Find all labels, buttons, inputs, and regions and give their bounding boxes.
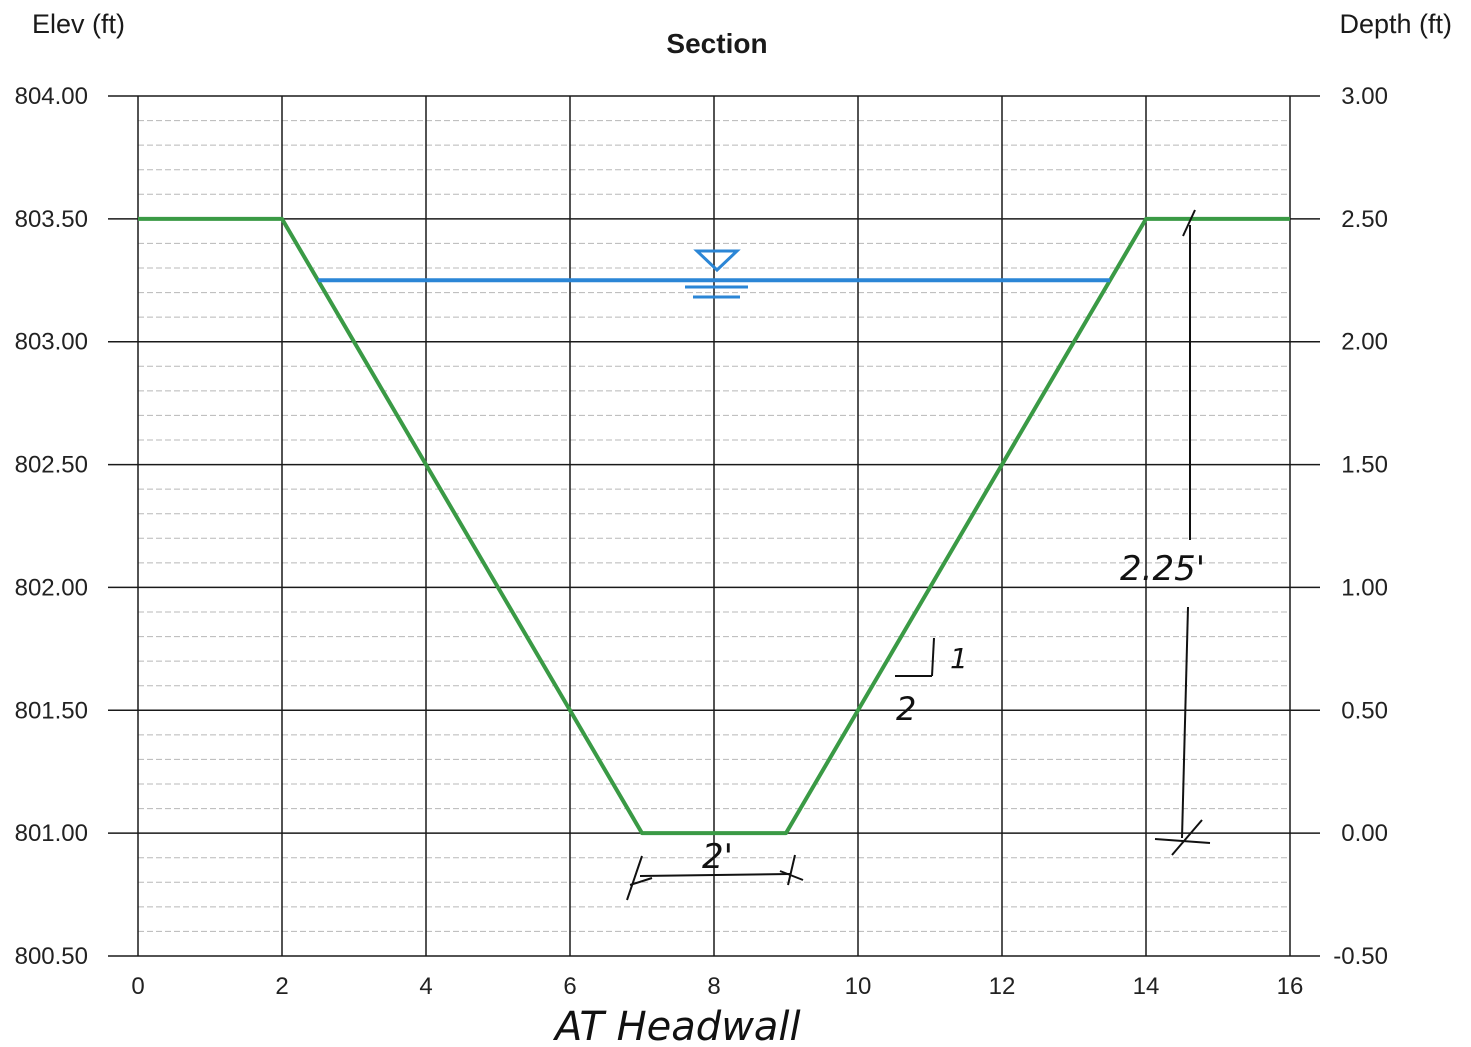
left-y-tick-label: 804.00 [15,83,88,110]
left-y-tick-label: 803.00 [15,329,88,356]
x-tick-label: 12 [989,973,1016,1000]
right-y-tick-label: 1.00 [1341,574,1388,601]
x-tick-label: 6 [563,973,576,1000]
bottom-width-dimension [626,854,804,901]
x-tick-label: 16 [1277,973,1304,1000]
left-y-tick-label: 800.50 [15,943,88,970]
x-tick-label: 10 [845,973,872,1000]
left-axis-title: Elev (ft) [32,9,125,39]
right-y-tick-label: 2.00 [1341,329,1388,356]
x-tick-label: 14 [1133,973,1160,1000]
depth-dimension [1154,209,1211,856]
slope-symbol [895,637,935,677]
water-surface-icon [685,249,748,299]
caption-at-headwall: AT Headwall [552,1004,801,1047]
left-y-tick-label: 801.50 [15,697,88,724]
right-y-tick-label: 1.50 [1341,452,1388,479]
x-tick-label: 8 [707,973,720,1000]
left-y-tick-label: 802.00 [15,574,88,601]
right-y-tick-label: 3.00 [1341,83,1388,110]
right-y-tick-label: 0.50 [1341,697,1388,724]
x-tick-label: 2 [275,973,288,1000]
slope-rise-label: 1 [950,642,968,675]
bottom-width-label: 2' [702,837,733,877]
right-y-tick-label: 2.50 [1341,206,1388,233]
left-y-tick-label: 803.50 [15,206,88,233]
left-y-tick-label: 802.50 [15,452,88,479]
right-axis-title: Depth (ft) [1339,9,1452,39]
x-tick-label: 4 [419,973,432,1000]
x-tick-label: 0 [131,973,144,1000]
slope-run-label: 2 [896,690,916,728]
left-y-tick-label: 801.00 [15,820,88,847]
right-y-tick-label: 0.00 [1341,820,1388,847]
channel-profile-line [138,216,1290,836]
depth-label: 2.25' [1120,549,1205,589]
major-gridlines [108,95,1320,957]
series-layer [138,216,1290,836]
right-y-tick-label: -0.50 [1333,943,1388,970]
chart-title: Section [666,28,767,59]
